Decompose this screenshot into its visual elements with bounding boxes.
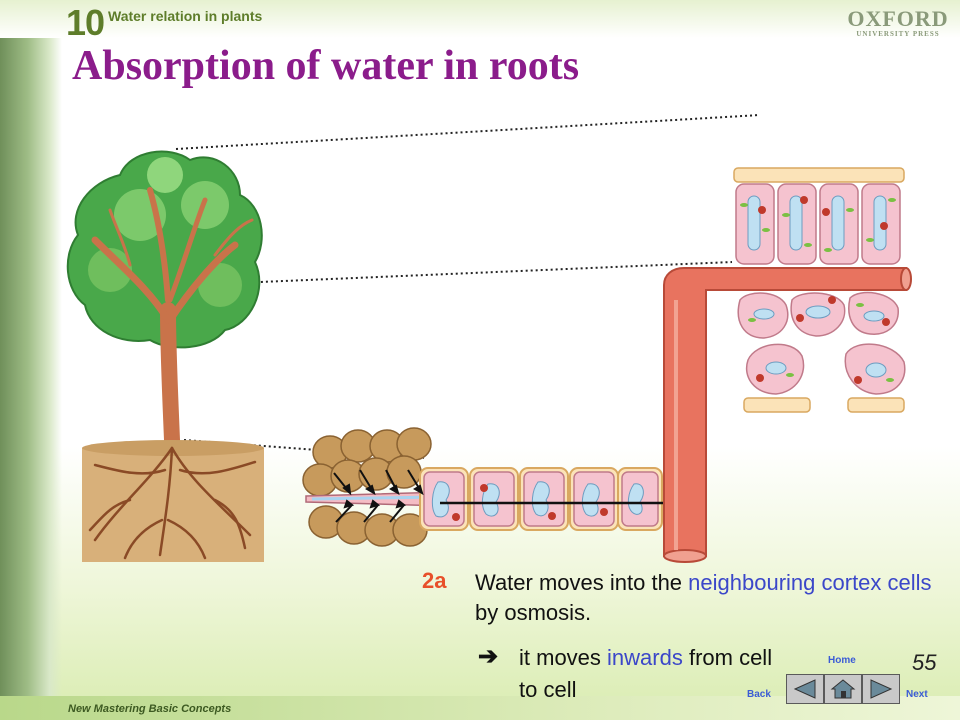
home-icon <box>830 679 856 699</box>
xylem-vessel <box>663 267 912 563</box>
left-decorative-strip <box>0 0 62 720</box>
step-description: Water moves into the neighbouring cortex… <box>475 568 945 628</box>
page-title: Absorption of water in roots <box>72 43 580 89</box>
publisher-sub: UNIVERSITY PRESS <box>856 30 940 38</box>
footer-brand: New Mastering Basic Concepts <box>68 703 232 715</box>
bullet-arrow-icon: ➔ <box>478 643 499 670</box>
cortex-cells <box>419 467 663 531</box>
sub-text-after: from cell to cell <box>519 645 773 702</box>
next-button[interactable] <box>862 674 900 704</box>
step-label: 2a <box>422 568 447 593</box>
desc-text-before: Water moves into the <box>475 570 689 595</box>
header-bar <box>0 0 960 38</box>
publisher-logo: OXFORD UNIVERSITY PRESS <box>846 6 950 39</box>
desc-highlight: neighbouring cortex cells <box>688 570 932 595</box>
back-button[interactable] <box>786 674 824 704</box>
page-number: 55 <box>912 650 937 675</box>
leaf-cells <box>733 167 906 413</box>
home-button[interactable] <box>824 674 862 704</box>
next-icon <box>870 679 893 699</box>
chapter-number: 10 <box>66 2 105 43</box>
next-label: Next <box>906 689 928 700</box>
tree-trunk <box>91 187 254 448</box>
tree-canopy <box>66 150 263 349</box>
back-label: Back <box>747 689 771 700</box>
step-sub-description: it moves inwards from cell to cell <box>519 642 779 706</box>
chapter-title: Water relation in plants <box>108 8 263 24</box>
desc-text-after: by osmosis. <box>475 600 592 625</box>
tree-roots <box>88 446 257 560</box>
back-icon <box>793 679 816 699</box>
home-label: Home <box>828 655 856 666</box>
soil <box>82 440 264 562</box>
publisher-name: OXFORD <box>847 6 949 31</box>
sub-text-before: it moves <box>519 645 608 670</box>
soil-particles <box>302 427 432 547</box>
osmosis-arrows <box>333 469 424 523</box>
sub-highlight: inwards <box>607 645 683 670</box>
